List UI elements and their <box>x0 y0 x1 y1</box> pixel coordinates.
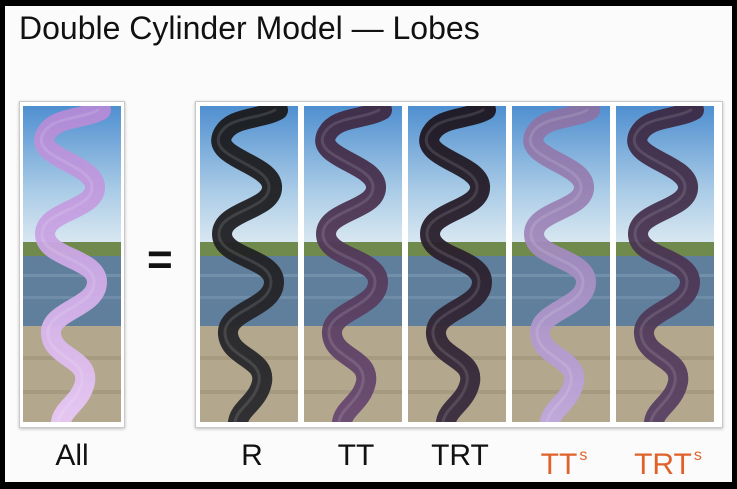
hair-lock <box>315 106 392 422</box>
panel-trt <box>408 106 506 422</box>
hair-lock <box>627 106 704 422</box>
lobes-frame <box>195 101 723 428</box>
all-frame <box>19 101 125 428</box>
label-trt: TRT <box>431 439 489 472</box>
hair-render <box>23 106 121 422</box>
slide-title: Double Cylinder Model — Lobes <box>19 10 480 46</box>
hair-lock <box>211 106 288 422</box>
hair-render <box>304 106 402 422</box>
hair-render <box>408 106 506 422</box>
panel-trts <box>616 106 714 422</box>
label-r: R <box>241 439 263 472</box>
label-tt: TT <box>337 439 375 472</box>
hair-render <box>512 106 610 422</box>
panel-tts <box>512 106 610 422</box>
panel-r <box>200 106 298 422</box>
slide: Double Cylinder Model — Lobes = All R TT… <box>5 6 732 482</box>
hair-render <box>616 106 714 422</box>
label-all: All <box>55 439 89 472</box>
hair-lock <box>419 106 496 422</box>
hair-lock <box>34 106 111 422</box>
equals-sign: = <box>147 235 173 284</box>
hair-lock <box>523 106 600 422</box>
panel-all <box>23 106 121 422</box>
hair-render <box>200 106 298 422</box>
panel-tt <box>304 106 402 422</box>
